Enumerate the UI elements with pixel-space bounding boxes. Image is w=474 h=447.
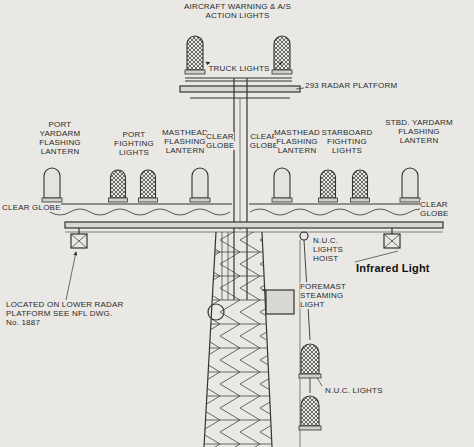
- lantern-base: [139, 198, 158, 202]
- label-box: STBD. YARDARM FLASHING LANTERN: [384, 118, 454, 145]
- label-box: STARBOARD FIGHTING LIGHTS: [316, 128, 378, 155]
- callout-label: N.U.C. LIGHTS HOIST: [313, 236, 343, 263]
- callout-label: N.U.C. LIGHTS: [325, 386, 383, 395]
- lantern-symbol: [301, 344, 319, 374]
- callout-label: STBD. YARDARM FLASHING LANTERN: [385, 118, 453, 145]
- lantern-base: [319, 198, 338, 202]
- label-box: PORT FIGHTING LIGHTS: [106, 130, 162, 157]
- lantern-base: [299, 426, 321, 430]
- lantern-symbol: [141, 170, 156, 198]
- lantern-base: [272, 70, 292, 74]
- lantern-symbol: [44, 168, 60, 198]
- callout-label: CLEAR GLOBE: [420, 200, 449, 218]
- label-box: PORT YARDARM FLASHING LANTERN: [28, 120, 92, 156]
- lantern-symbol: [321, 170, 336, 198]
- label-box: FOREMAST STEAMING LIGHT: [300, 282, 360, 309]
- label-box: N.U.C. LIGHTS: [325, 386, 395, 395]
- lantern-symbol: [192, 168, 208, 198]
- label-box: CLEAR GLOBE: [206, 132, 233, 150]
- label-box: MASTHEAD FLASHING LANTERN: [160, 128, 210, 155]
- lantern-symbol: [111, 170, 126, 198]
- callout-label: CLEAR GLOBE: [206, 132, 235, 150]
- label-box: 293 RADAR PLATFORM: [305, 81, 415, 90]
- lantern-base: [185, 70, 205, 74]
- callout-label: PORT YARDARM FLASHING LANTERN: [39, 120, 81, 156]
- label-box: N.U.C. LIGHTS HOIST: [313, 236, 361, 263]
- lantern-symbol: [402, 168, 418, 198]
- callout-label: TRUCK LIGHTS: [208, 64, 269, 73]
- lantern-base: [400, 198, 420, 202]
- label-box: CLEAR GLOBE: [2, 203, 66, 212]
- callout-label: MASTHEAD FLASHING LANTERN: [274, 128, 320, 155]
- callout-label: Infrared Light: [356, 262, 430, 274]
- callout-label: CLEAR GLOBE: [2, 203, 61, 212]
- lantern-symbol: [187, 36, 203, 70]
- label-box: TRUCK LIGHTS: [206, 64, 272, 73]
- label-box: LOCATED ON LOWER RADAR PLATFORM SEE NFL …: [6, 300, 124, 327]
- label-box: CLEAR GLOBE: [420, 200, 470, 218]
- lantern-symbol: [353, 170, 368, 198]
- lantern-symbol: [274, 168, 290, 198]
- lantern-base: [351, 198, 370, 202]
- lantern-base: [109, 198, 128, 202]
- lantern-symbol: [301, 396, 319, 426]
- lantern-base: [190, 198, 210, 202]
- callout-label: AIRCRAFT WARNING & A/S ACTION LIGHTS: [184, 2, 291, 20]
- lantern-base: [299, 374, 321, 378]
- callout-label: FOREMAST STEAMING LIGHT: [300, 282, 346, 309]
- label-box: AIRCRAFT WARNING & A/S ACTION LIGHTS: [180, 2, 295, 20]
- label-box: Infrared Light: [356, 262, 466, 275]
- lantern-base: [272, 198, 292, 202]
- lantern-symbol: [274, 36, 290, 70]
- callout-label: LOCATED ON LOWER RADAR PLATFORM SEE NFL …: [6, 300, 124, 327]
- callout-label: STARBOARD FIGHTING LIGHTS: [322, 128, 373, 155]
- lantern-base: [42, 198, 62, 202]
- callout-label: MASTHEAD FLASHING LANTERN: [162, 128, 208, 155]
- callout-label: 293 RADAR PLATFORM: [305, 81, 397, 90]
- callout-label: PORT FIGHTING LIGHTS: [114, 130, 154, 157]
- mast-structure: [30, 62, 443, 447]
- label-box: MASTHEAD FLASHING LANTERN: [272, 128, 322, 155]
